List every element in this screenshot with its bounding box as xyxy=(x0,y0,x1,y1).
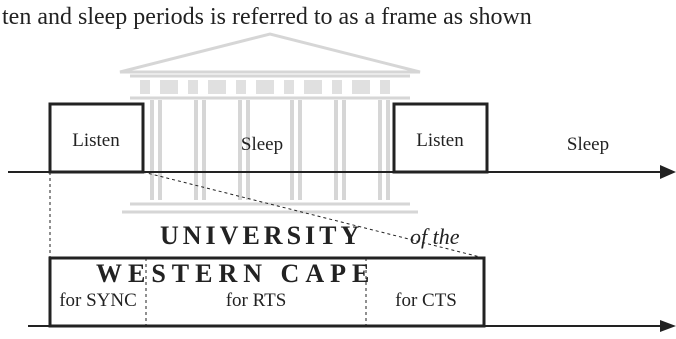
segment-label-listen-1: Listen xyxy=(72,130,120,151)
segment-label-rts: for RTS xyxy=(226,290,287,311)
crest-columns xyxy=(150,100,390,200)
crest-pediment xyxy=(119,32,421,74)
zoom-line-right xyxy=(142,171,485,259)
top-axis-arrowhead-icon xyxy=(660,165,676,179)
segment-label-sleep-2: Sleep xyxy=(567,134,609,155)
segment-label-cts: for CTS xyxy=(395,290,457,311)
listen-detail-box xyxy=(48,256,486,328)
watermark-line1: UNIVERSITY xyxy=(160,221,363,250)
university-crest-watermark xyxy=(119,32,421,214)
top-timeline xyxy=(8,102,676,259)
bottom-timeline xyxy=(28,256,676,332)
segment-label-listen-2: Listen xyxy=(416,130,464,151)
crest-frieze xyxy=(140,80,390,94)
listen-box-2 xyxy=(392,102,489,174)
heading-text: ten and sleep periods is referred to as … xyxy=(2,4,532,30)
watermark-line2: WESTERN CAPE xyxy=(96,259,375,288)
bottom-timeline-labels: for SYNC for RTS for CTS xyxy=(59,290,457,311)
top-timeline-labels: Listen Sleep Listen Sleep xyxy=(72,130,609,155)
segment-label-sync: for SYNC xyxy=(59,290,137,311)
segment-label-sleep-1: Sleep xyxy=(241,134,283,155)
watermark-line1-suffix: of the xyxy=(410,224,460,249)
bottom-axis-arrowhead-icon xyxy=(660,320,676,332)
listen-box-1 xyxy=(48,102,145,174)
watermark-text: UNIVERSITY of the WESTERN CAPE xyxy=(96,221,460,288)
